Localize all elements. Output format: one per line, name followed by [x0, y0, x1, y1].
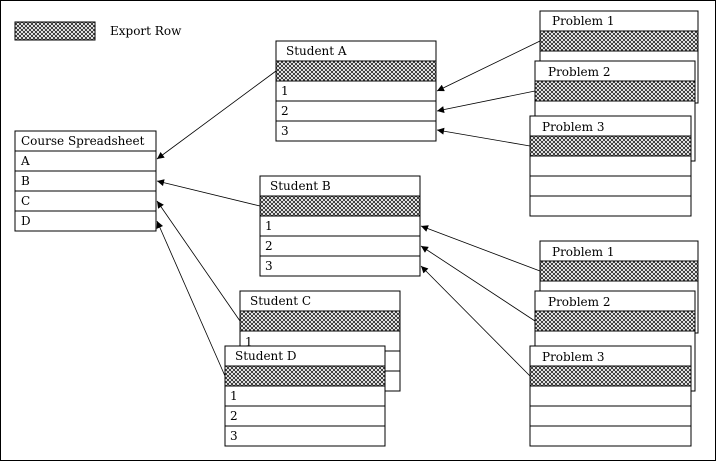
student-d-table: Student D 1 2 3 — [224, 345, 386, 447]
student-title: Student B — [270, 179, 331, 193]
arrow-student-a-to-course — [156, 70, 277, 160]
table-row: 3 — [230, 429, 238, 443]
problem-card: Problem 3 — [529, 115, 692, 217]
problem-title: Problem 2 — [548, 295, 610, 309]
arrow-problem1-to-student-b — [420, 225, 541, 272]
arrow-problem3-to-student-a — [436, 127, 531, 147]
arrow-problem2-to-student-b — [420, 245, 536, 322]
student-title: Student C — [250, 294, 311, 308]
arrow-student-d-to-course — [156, 220, 226, 377]
table-row: 1 — [265, 219, 273, 233]
problem-group-bottom: Problem 1 Problem 2 Problem 3 — [529, 240, 699, 447]
legend-swatch — [14, 21, 96, 41]
student-a-table: Student A 1 2 3 — [275, 40, 437, 142]
arrow-student-c-to-course — [156, 200, 241, 322]
legend: Export Row — [14, 21, 182, 41]
legend-label: Export Row — [110, 24, 182, 38]
table-row: 3 — [265, 259, 273, 273]
table-row: 2 — [265, 239, 273, 253]
table-row: 1 — [281, 84, 289, 98]
arrow-problem3-to-student-b — [420, 265, 531, 377]
course-spreadsheet-table: Course Spreadsheet A B C D — [14, 130, 157, 232]
arrows — [156, 40, 541, 377]
arrow-student-b-to-course — [156, 179, 261, 207]
problem-title: Problem 1 — [552, 245, 614, 259]
table-row: C — [21, 194, 30, 208]
problem-group-top: Problem 1 Problem 2 Problem 3 — [529, 10, 699, 217]
table-row: 2 — [230, 409, 238, 423]
student-b-table: Student B 1 2 3 — [259, 175, 421, 277]
problem-title: Problem 3 — [542, 350, 604, 364]
arrow-problem1-to-student-a — [436, 40, 541, 92]
table-row: 3 — [281, 124, 289, 138]
table-row: D — [21, 214, 31, 228]
table-row: B — [21, 174, 30, 188]
problem-title: Problem 2 — [548, 65, 610, 79]
course-title: Course Spreadsheet — [21, 134, 145, 148]
problem-card: Problem 3 — [529, 345, 692, 447]
table-row: A — [20, 154, 30, 168]
student-title: Student D — [235, 349, 297, 363]
problem-title: Problem 1 — [552, 14, 614, 28]
table-row: 2 — [281, 104, 289, 118]
arrow-problem2-to-student-a — [436, 90, 536, 114]
table-row: 1 — [230, 389, 238, 403]
student-title: Student A — [286, 44, 347, 58]
problem-title: Problem 3 — [542, 120, 604, 134]
table-row: 1 — [245, 335, 253, 349]
